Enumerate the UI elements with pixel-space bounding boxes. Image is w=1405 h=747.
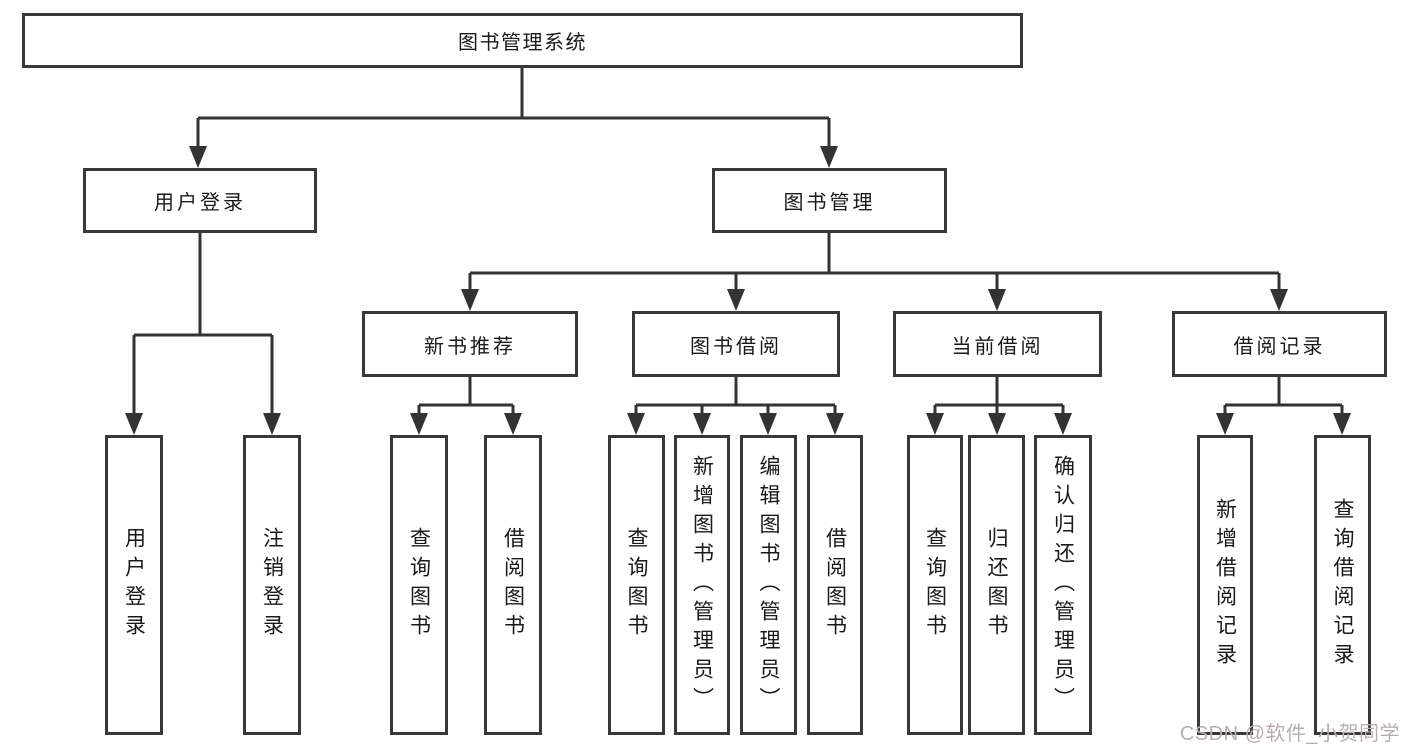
node-leaf-query-books-recommend: 查询图书 bbox=[390, 435, 448, 735]
arrow-down-icon bbox=[627, 413, 645, 435]
node-leaf-query-borrow-record: 查询借阅记录 bbox=[1314, 435, 1371, 735]
arrow-down-icon bbox=[1270, 289, 1288, 311]
connector-user-login-to-leaves bbox=[125, 233, 281, 435]
node-leaf-return-books: 归还图书 bbox=[968, 435, 1025, 735]
arrow-down-icon bbox=[988, 289, 1006, 311]
node-book-management: 图书管理 bbox=[712, 168, 947, 233]
arrow-down-icon bbox=[759, 413, 777, 435]
node-leaf-edit-books-admin: 编辑图书（管理员） bbox=[740, 435, 797, 735]
node-leaf-borrow-books-borrowing: 借阅图书 bbox=[807, 435, 863, 735]
arrow-down-icon bbox=[1216, 413, 1234, 435]
arrow-down-icon bbox=[693, 413, 711, 435]
watermark-text: CSDN @软件_小贺同学 bbox=[1179, 723, 1400, 745]
connector-book-borrowing-to-leaves bbox=[627, 377, 844, 435]
node-root-system: 图书管理系统 bbox=[22, 13, 1023, 68]
connector-current-borrowing-to-leaves bbox=[926, 377, 1072, 435]
arrow-down-icon bbox=[125, 413, 143, 435]
node-leaf-logout-login: 注销登录 bbox=[243, 435, 301, 735]
arrow-down-icon bbox=[504, 413, 522, 435]
arrow-down-icon bbox=[988, 413, 1006, 435]
arrow-down-icon bbox=[1054, 413, 1072, 435]
connector-book-management-to-level3 bbox=[461, 233, 1288, 311]
node-leaf-add-books-admin: 新增图书（管理员） bbox=[674, 435, 730, 735]
arrow-down-icon bbox=[461, 289, 479, 311]
node-leaf-borrow-books-recommend: 借阅图书 bbox=[484, 435, 542, 735]
arrow-down-icon bbox=[410, 413, 428, 435]
node-user-login: 用户登录 bbox=[83, 168, 317, 233]
node-leaf-query-books-borrowing: 查询图书 bbox=[608, 435, 665, 735]
connector-borrowing-records-to-leaves bbox=[1216, 377, 1351, 435]
arrow-down-icon bbox=[826, 413, 844, 435]
node-leaf-add-borrow-record: 新增借阅记录 bbox=[1197, 435, 1253, 735]
node-leaf-confirm-return-admin: 确认归还（管理员） bbox=[1034, 435, 1092, 735]
node-leaf-user-login: 用户登录 bbox=[105, 435, 163, 735]
node-new-book-recommend: 新书推荐 bbox=[362, 311, 578, 377]
arrow-down-icon bbox=[820, 146, 838, 168]
connector-root-to-level2 bbox=[189, 68, 838, 168]
node-current-borrowing: 当前借阅 bbox=[893, 311, 1102, 377]
node-book-borrowing: 图书借阅 bbox=[632, 311, 840, 377]
arrow-down-icon bbox=[727, 289, 745, 311]
connector-new-book-recommend-to-leaves bbox=[410, 377, 522, 435]
arrow-down-icon bbox=[926, 413, 944, 435]
arrow-down-icon bbox=[1333, 413, 1351, 435]
node-leaf-query-books-current: 查询图书 bbox=[907, 435, 963, 735]
node-borrowing-records: 借阅记录 bbox=[1172, 311, 1387, 377]
arrow-down-icon bbox=[263, 413, 281, 435]
arrow-down-icon bbox=[189, 146, 207, 168]
